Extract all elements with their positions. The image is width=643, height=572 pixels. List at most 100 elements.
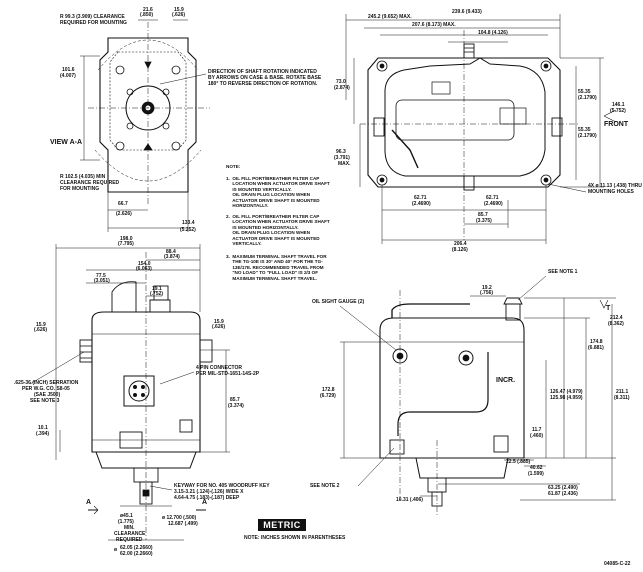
metric-badge: METRIC — [258, 519, 306, 531]
dim-212-4-in: (8.362) — [608, 321, 624, 327]
clearance-bottom-line-3: FOR MOUNTING — [60, 186, 100, 192]
dim-73-in: (2.874) — [334, 85, 350, 91]
dim-133-4: 133.4 — [182, 220, 195, 226]
section-a-right: A — [202, 499, 208, 506]
rotation-note-line-3: 180° TO REVERSE DIRECTION OF ROTATION. — [208, 81, 318, 87]
dim-62-71-left-in: (2.4690) — [412, 201, 431, 207]
dim-211-1-in: (8.311) — [614, 395, 630, 401]
side-view-drawing — [339, 275, 616, 515]
connector-line-2: PER MIL-STD-1651-14S-2P — [196, 371, 260, 377]
dim-15-9-right: 15.9 — [214, 319, 224, 325]
dim-40-62: 40.62 — [530, 465, 543, 471]
dim-45-1-clearance: CLEARANCE — [114, 531, 146, 537]
dim-12-687: 12.687 (.499) — [168, 521, 198, 527]
dim-96-3: 96.3 — [336, 149, 346, 155]
dim-62-71-right: 62.71 — [486, 195, 499, 201]
dim-245-2: 245.2 (9.652) MAX. — [368, 14, 412, 20]
t-marking: T — [606, 305, 611, 312]
dim-62-prefix: ø — [114, 547, 118, 553]
dim-174-8-in: (6.881) — [588, 345, 604, 351]
dim-15-9-left: 15.9 — [36, 322, 46, 328]
dim-104-8: 104.8 (4.126) — [478, 30, 508, 36]
dim-125-98: 125.98 (4.959) — [550, 395, 583, 401]
serration-line-2: PER W.G. CO. S8-05 — [22, 386, 70, 392]
dim-15-9: 15.9 — [174, 7, 184, 13]
dim-19-2-in: (.756) — [480, 290, 494, 296]
dim-88-4-in: (3.874) — [164, 254, 180, 260]
dim-198: 198.0 — [120, 236, 133, 242]
dim-101-6: 101.6 — [62, 67, 75, 73]
dim-10-1-in: (.394) — [36, 431, 50, 437]
dim-21-6: 21.6 — [143, 7, 153, 13]
see-note-1-label: SEE NOTE 1 — [548, 269, 578, 275]
rotation-note-line-1: DIRECTION OF SHAFT ROTATION INDICATED — [208, 69, 317, 75]
clearance-bottom-line-2: CLEARANCE REQUIRED — [60, 180, 120, 186]
dim-62-71-left: 62.71 — [414, 195, 427, 201]
dim-96-3-in: (3.791) — [334, 155, 350, 161]
dim-172-8-in: (6.729) — [320, 393, 336, 399]
note-1: 1. OIL FILL PORT/BREATHER FILTER CAP LOC… — [226, 176, 330, 209]
dim-211-1: 211.1 — [616, 389, 629, 395]
dim-239-6: 239.6 (9.433) — [452, 9, 482, 15]
serration-line-4: SEE NOTE 3 — [30, 398, 60, 404]
dim-206-4-in: (8.126) — [452, 247, 468, 253]
inches-note: NOTE: INCHES SHOWN IN PARENTHESES — [244, 535, 346, 541]
dim-55-35-lower: 55.35 — [578, 127, 591, 133]
dim-133-4-in: (5.252) — [180, 227, 196, 233]
dim-66-7-in: (2.626) — [116, 211, 132, 217]
dim-19-1: 19.1 — [152, 286, 162, 292]
dim-61-87: 61.87 (2.436) — [548, 491, 578, 497]
dim-19-2: 19.2 — [482, 285, 492, 291]
dim-11-7: 11.7 — [532, 427, 542, 433]
dim-11-7-in: (.460) — [530, 433, 544, 439]
drawing-number: 04085-C-22 — [604, 561, 631, 567]
connector-line-1: 4 PIN CONNECTOR — [196, 365, 243, 371]
dim-40-62-in: (1.599) — [528, 471, 544, 477]
mounting-holes-line-1: 4X ø 11.13 (.438) THRU — [588, 183, 642, 189]
dim-62-05: 62.05 (2.2660) — [120, 545, 153, 551]
dim-12-700: ø 12.700 (.500) — [162, 515, 197, 521]
note-3: 3. MAXIMUM TERMINAL SHAFT TRAVEL FOR THE… — [226, 254, 327, 281]
dim-85-7-in: (3.375) — [476, 218, 492, 224]
dim-154-in: (6.063) — [136, 266, 152, 272]
mounting-holes-line-2: MOUNTING HOLES — [588, 189, 634, 195]
view-a-a-title: VIEW A-A — [50, 139, 83, 146]
dim-146-1: 146.1 — [612, 102, 625, 108]
dim-55-35-lower-in: (2.1790) — [578, 133, 597, 139]
dim-73: 73.0 — [336, 79, 346, 85]
section-a-left: A — [86, 499, 92, 506]
dim-62-00: 62.00 (2.2660) — [120, 551, 153, 557]
clearance-bottom-line-1: R 102.5 (4.035) MIN — [60, 174, 106, 180]
dim-45-1-min: MIN. — [124, 525, 135, 531]
front-label: FRONT — [604, 121, 629, 128]
dim-85-7-in: (3.374) — [228, 403, 244, 409]
dim-45-1-required: REQUIRED — [116, 537, 143, 543]
oil-sight-gauge-label: OIL SIGHT GAUGE (2) — [312, 299, 365, 305]
front-view-drawing — [29, 244, 230, 541]
rotation-note-line-2: BY ARROWS ON CASE & BASE. ROTATE BASE — [208, 75, 322, 81]
keyway-line-2: 3.15-3.21 (.124)-(.126) WIDE X — [174, 489, 244, 495]
dim-15-9-in: (.626) — [172, 12, 186, 18]
keyway-line-1: KEYWAY FOR NO. 405 WOODRUFF KEY — [174, 483, 270, 489]
dim-198-in: (7.795) — [118, 241, 134, 247]
dim-55-35-upper-in: (2.1790) — [578, 95, 597, 101]
dim-45-1-in: (1.775) — [118, 519, 134, 525]
dim-206-4: 206.4 — [454, 241, 467, 247]
dim-63-25: 63.25 (2.490) — [548, 485, 578, 491]
dim-21-6-in: (.850) — [140, 12, 154, 18]
dim-15-9-right-in: (.626) — [212, 324, 226, 330]
serration-line-1: .625-36 (INCH) SERRATION — [14, 380, 79, 386]
dim-154: 154.0 — [138, 261, 151, 267]
see-note-2-label: SEE NOTE 2 — [310, 483, 340, 489]
dim-146-1-in: (5.752) — [610, 108, 626, 114]
dim-85-7: 85.7 — [230, 397, 240, 403]
dim-10-31: 10.31 (.406) — [396, 497, 423, 503]
dim-88-4: 88.4 — [166, 249, 176, 255]
clearance-top-line-1: R 99.3 (3.909) CLEARANCE — [60, 14, 125, 20]
dim-96-3-max: MAX. — [338, 161, 351, 167]
dim-22-5: 22.5 (.885) — [506, 459, 531, 465]
dim-10-1: 10.1 — [38, 425, 48, 431]
dim-85-7: 85.7 — [478, 212, 488, 218]
